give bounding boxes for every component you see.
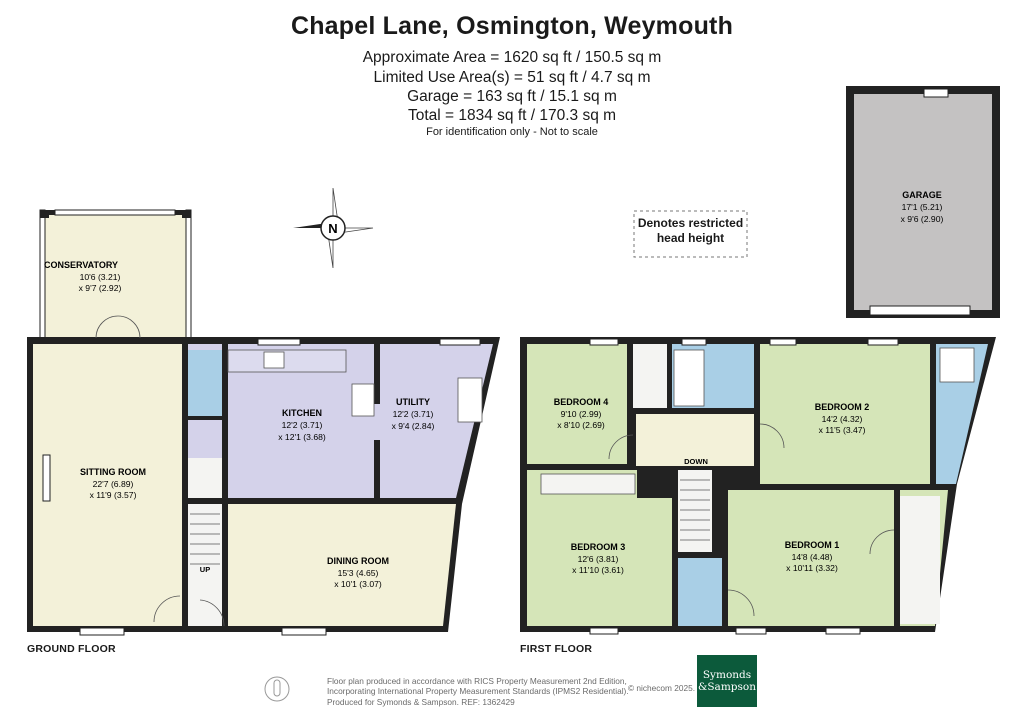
kitchen-room <box>188 344 493 498</box>
bedroom-1-name: BEDROOM 1 <box>785 540 840 550</box>
limited-use-area: Limited Use Area(s) = 51 sq ft / 4.7 sq … <box>373 69 651 86</box>
footer-line2: Incorporating International Property Mea… <box>327 686 629 697</box>
dining-room-dim1: 15'3 (4.65) <box>338 568 379 578</box>
scale-note: For identification only - Not to scale <box>426 126 598 138</box>
bedroom-3-dim1: 12'6 (3.81) <box>578 554 619 564</box>
footer-copyright: © nichecom 2025. <box>628 683 695 693</box>
measurement-standard-icon <box>264 676 290 702</box>
first-floor-plan: BEDROOM 4 9'10 (2.99) x 8'10 (2.69) BEDR… <box>520 337 996 635</box>
garage-area: Garage = 163 sq ft / 15.1 sq m <box>407 88 617 105</box>
restricted-height-note: Denotes restricted head height <box>634 211 747 257</box>
bedroom-2-dim1: 14'2 (4.32) <box>822 414 863 424</box>
utility-dim2: x 9'4 (2.84) <box>392 421 435 431</box>
bedroom-2-name: BEDROOM 2 <box>815 402 870 412</box>
conservatory-dim2: x 9'7 (2.92) <box>79 283 122 293</box>
kitchen-dim1: 12'2 (3.71) <box>282 420 323 430</box>
brand-line1: Symonds <box>702 669 752 681</box>
utility-name: UTILITY <box>396 397 430 407</box>
bedroom-1-dim2: x 10'11 (3.32) <box>786 563 838 573</box>
bedroom-3-name: BEDROOM 3 <box>571 542 626 552</box>
ground-floor-plan: CONSERVATORY 10'6 (3.21) x 9'7 (2.92) SI… <box>27 209 500 636</box>
first-stairs-label: DOWN <box>684 457 708 466</box>
bedroom-4-dim2: x 8'10 (2.69) <box>557 420 605 430</box>
bedroom-3 <box>527 498 672 626</box>
bedroom-4-name: BEDROOM 4 <box>554 397 609 407</box>
kitchen-name: KITCHEN <box>282 408 322 418</box>
bedroom-3-dim2: x 11'10 (3.61) <box>572 565 624 575</box>
brand-line2: &Sampson <box>698 681 756 693</box>
dining-room <box>228 504 456 626</box>
shower-room <box>678 558 722 626</box>
bedroom-1 <box>728 490 948 626</box>
utility-dim1: 12'2 (3.71) <box>393 409 434 419</box>
garage-block: GARAGE 17'1 (5.21) x 9'6 (2.90) <box>846 86 1000 318</box>
approximate-area: Approximate Area = 1620 sq ft / 150.5 sq… <box>362 49 662 66</box>
ground-stairs-label: UP <box>200 565 210 574</box>
restricted-line2: head height <box>656 231 725 245</box>
first-stairs <box>678 470 712 552</box>
sitting-room <box>33 344 183 626</box>
symonds-sampson-logo: Symonds &Sampson <box>697 655 757 707</box>
dining-room-name: DINING ROOM <box>327 556 389 566</box>
kitchen-dim2: x 12'1 (3.68) <box>278 432 326 442</box>
footer-disclaimer: Floor plan produced in accordance with R… <box>327 676 629 707</box>
bedroom-4 <box>527 344 627 464</box>
dining-room-dim2: x 10'1 (3.07) <box>334 579 382 589</box>
conservatory-room <box>42 212 190 341</box>
footer-line1: Floor plan produced in accordance with R… <box>327 676 627 686</box>
garage-name: GARAGE <box>902 190 942 200</box>
property-title: Chapel Lane, Osmington, Weymouth <box>290 12 734 40</box>
garage-dim1: 17'1 (5.21) <box>902 202 943 212</box>
restricted-line1: Denotes restricted <box>637 216 744 230</box>
conservatory-dim1: 10'6 (3.21) <box>80 272 121 282</box>
bedroom-2 <box>760 344 930 484</box>
sitting-room-name: SITTING ROOM <box>80 467 146 477</box>
ground-wc <box>188 350 222 416</box>
compass-icon: N <box>293 187 374 269</box>
conservatory-name: CONSERVATORY <box>44 260 118 270</box>
garage-dim2: x 9'6 (2.90) <box>901 214 944 224</box>
sitting-room-dim2: x 11'9 (3.57) <box>90 490 137 500</box>
landing <box>636 414 754 466</box>
restricted-legend-box <box>633 210 748 258</box>
sitting-room-dim1: 22'7 (6.89) <box>93 479 134 489</box>
bedroom-4-dim1: 9'10 (2.99) <box>561 409 602 419</box>
bedroom-2-dim2: x 11'5 (3.47) <box>819 425 866 435</box>
first-floor-label: FIRST FLOOR <box>520 643 593 655</box>
footer-line3: Produced for Symonds & Sampson. REF: 136… <box>327 696 515 707</box>
ground-floor-label: GROUND FLOOR <box>27 643 116 655</box>
total-area: Total = 1834 sq ft / 170.3 sq m <box>407 107 617 124</box>
bedroom-1-dim1: 14'8 (4.48) <box>792 552 833 562</box>
compass-letter: N <box>328 221 337 236</box>
